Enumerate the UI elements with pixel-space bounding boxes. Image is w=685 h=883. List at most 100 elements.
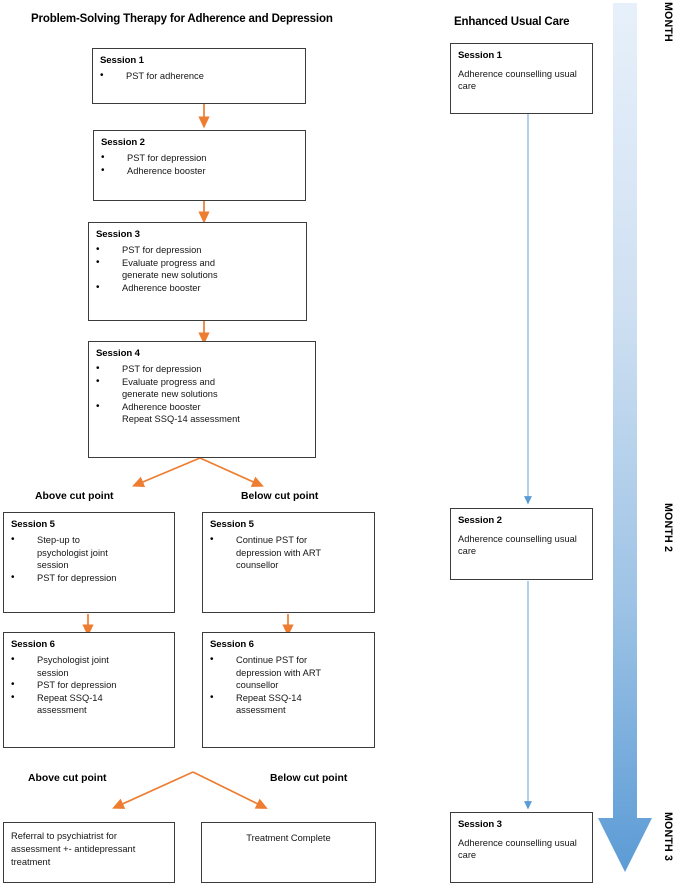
connector-s4-branch-right [199,457,264,487]
box-above-session-6[interactable]: Session 6 • Psychologist joint session •… [3,632,175,748]
list-item: • Continue PST for depression with ART c… [210,534,367,572]
list-item: • Step-up to psychologist joint session [11,534,167,572]
timeline-label-month-1: MONTH [662,2,674,42]
list-item-text: Psychologist joint session [37,655,109,678]
session-item-list: • PST for adherence [100,70,298,83]
list-item: • Repeat SSQ-14 assessment [96,413,308,426]
session-item-list: • Step-up to psychologist joint session … [11,534,167,584]
connector-branch2-right [192,771,268,809]
connector-branch2-left [112,771,194,809]
bullet-icon: • [101,152,105,163]
label-above-cut-point-1: Above cut point [35,491,114,502]
label-below-cut-point-2: Below cut point [270,773,348,784]
bullet-icon: • [101,164,105,176]
session-heading: Session 1 [100,55,144,66]
box-euc-session-2[interactable]: Session 2 Adherence counselling usual ca… [450,508,593,580]
box-outcome-referral[interactable]: Referral to psychiatrist for assessment … [3,822,175,883]
bullet-icon: • [96,363,100,374]
label-below-cut-point-1: Below cut point [241,491,319,502]
session-heading: Session 3 [458,819,502,830]
list-item: • PST for depression [11,679,167,692]
outcome-text: Treatment Complete [246,833,331,843]
list-item-text: PST for depression [122,245,202,255]
list-item: • Repeat SSQ-14 assessment [210,692,367,717]
list-item: • Adherence booster [96,401,308,414]
list-item-text: Repeat SSQ-14 assessment [122,414,240,425]
list-item-text: PST for depression [37,680,117,691]
list-item: • Continue PST for depression with ART c… [210,654,367,692]
list-item-text: Adherence booster [127,165,206,176]
session-heading: Session 2 [101,137,145,148]
box-below-session-6[interactable]: Session 6 • Continue PST for depression … [202,632,375,748]
list-item-text: PST for adherence [126,71,204,81]
session-item-list: • Continue PST for depression with ART c… [210,534,367,572]
bullet-icon: • [11,654,15,665]
list-item-text: PST for depression [127,153,207,163]
outcome-text: Referral to psychiatrist for assessment … [11,831,136,867]
list-item: • Adherence booster [96,282,299,295]
list-item-text: Repeat SSQ-14 assessment [236,692,302,716]
list-item-text: Step-up to psychologist joint session [37,535,108,571]
session-heading: Session 2 [458,515,502,526]
timeline-label-month-2: MONTH 2 [662,503,674,553]
session-body: Adherence counselling usual care [458,838,577,861]
session-item-list: • Continue PST for depression with ART c… [210,654,367,717]
box-pst-session-2[interactable]: Session 2 • PST for depression • Adheren… [93,130,306,201]
session-item-list: • Psychologist joint session • PST for d… [11,654,167,717]
list-item: • PST for depression [101,152,298,165]
list-item: • Adherence booster [101,165,298,178]
list-item: • PST for adherence [100,70,298,83]
box-pst-session-4[interactable]: Session 4 • PST for depression • Evaluat… [88,341,316,458]
list-item: • Repeat SSQ-14 assessment [11,692,167,717]
list-item-text: Adherence booster [122,282,201,293]
list-item-text: Repeat SSQ-14 assessment [37,692,103,716]
session-body: Adherence counselling usual care [458,69,577,92]
list-item-text: PST for depression [122,364,202,374]
bullet-icon: • [11,571,15,583]
session-heading: Session 6 [210,639,254,650]
session-heading: Session 5 [210,519,254,530]
session-item-list: • PST for depression • Evaluate progress… [96,363,308,426]
bullet-icon: • [96,256,100,268]
list-item: • Evaluate progress and generate new sol… [96,257,299,282]
session-item-list: • PST for depression • Evaluate progress… [96,244,299,294]
list-item: • Psychologist joint session [11,654,167,679]
box-euc-session-3[interactable]: Session 3 Adherence counselling usual ca… [450,812,593,883]
box-pst-session-1[interactable]: Session 1 • PST for adherence [92,48,306,104]
session-heading: Session 1 [458,50,502,61]
list-item-text: Evaluate progress and generate new solut… [122,257,218,281]
pst-arm-title: Problem-Solving Therapy for Adherence an… [31,13,333,25]
label-above-cut-point-2: Above cut point [28,773,107,784]
euc-arm-title: Enhanced Usual Care [454,16,570,28]
box-pst-session-3[interactable]: Session 3 • PST for depression • Evaluat… [88,222,307,321]
bullet-icon: • [96,413,122,426]
box-outcome-complete[interactable]: Treatment Complete [201,822,376,883]
bullet-icon: • [11,691,15,703]
bullet-icon: • [96,281,100,293]
list-item-text: Continue PST for depression with ART cou… [236,535,321,571]
box-above-session-5[interactable]: Session 5 • Step-up to psychologist join… [3,512,175,613]
bullet-icon: • [100,70,104,81]
box-below-session-5[interactable]: Session 5 • Continue PST for depression … [202,512,375,613]
bullet-icon: • [96,375,100,387]
list-item: • PST for depression [96,363,308,376]
list-item: • PST for depression [11,572,167,585]
session-heading: Session 5 [11,519,55,530]
list-item-text: Evaluate progress and generate new solut… [122,376,218,400]
list-item-text: Adherence booster [122,401,201,412]
bullet-icon: • [210,654,214,665]
bullet-icon: • [210,691,214,703]
bullet-icon: • [210,534,214,545]
session-heading: Session 4 [96,348,140,359]
session-body: Adherence counselling usual care [458,534,577,557]
session-item-list: • PST for depression • Adherence booster [101,152,298,177]
list-item-text: PST for depression [37,572,117,583]
bullet-icon: • [96,244,100,255]
list-item-text: Continue PST for depression with ART cou… [236,655,321,691]
bullet-icon: • [11,679,15,691]
list-item: • Evaluate progress and generate new sol… [96,376,308,401]
timeline-arrow [598,3,652,872]
bullet-icon: • [96,400,100,412]
box-euc-session-1[interactable]: Session 1 Adherence counselling usual ca… [450,43,593,114]
